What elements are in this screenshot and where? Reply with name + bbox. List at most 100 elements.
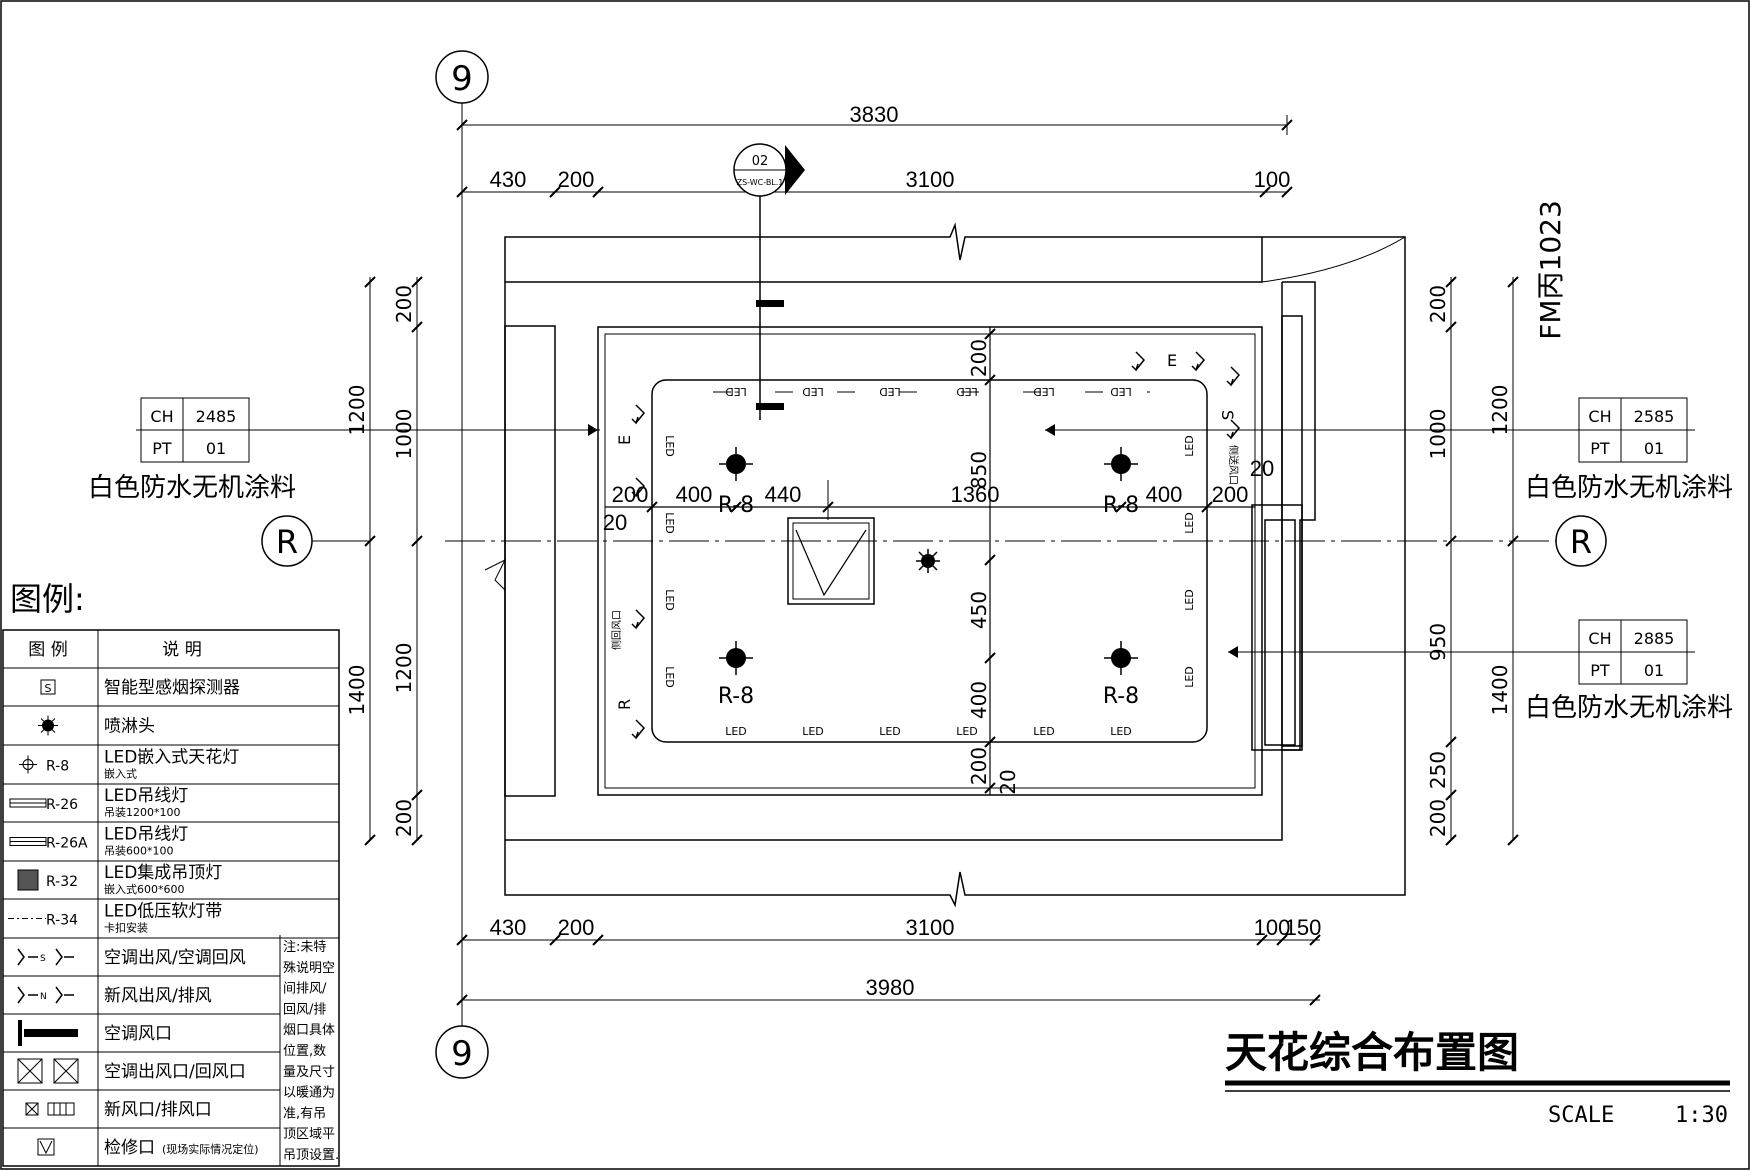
- downlight-fixture: R-8: [1103, 446, 1139, 518]
- svg-text:200: 200: [612, 482, 649, 507]
- pendant-line-icon: [9, 798, 47, 808]
- legend-desc: 空调出风口/回风口: [104, 1062, 246, 1082]
- svg-text:LED: LED: [663, 589, 676, 611]
- svg-text:1200: 1200: [345, 385, 369, 436]
- legend-desc: 新风口/排风口: [104, 1100, 212, 1120]
- legend-code: R-26: [46, 797, 78, 813]
- svg-text:20: 20: [996, 769, 1020, 794]
- svg-text:1200: 1200: [1488, 385, 1512, 436]
- access-hatch-icon: [37, 1138, 55, 1156]
- svg-text:LED: LED: [725, 725, 747, 738]
- fresh-air-exhaust-icon: N: [17, 986, 74, 1004]
- svg-text:950: 950: [1426, 623, 1450, 661]
- section-marker: 02 ZS-WC-BL.1: [733, 143, 805, 420]
- svg-text:E: E: [1167, 351, 1177, 370]
- dim-top-200: 200: [558, 167, 595, 192]
- legend-row: 喷淋头: [3, 715, 339, 746]
- panel-light-icon: [17, 869, 39, 891]
- svg-text:S: S: [1218, 410, 1237, 420]
- legend-code: R-32: [46, 874, 78, 890]
- ceiling-panel: [597, 326, 1263, 796]
- led-strip-right: LED LED LED LED: [1183, 435, 1196, 688]
- legend-row: 空调风口: [3, 1020, 280, 1053]
- legend-desc: LED吊线灯: [104, 825, 188, 845]
- legend-desc: LED吊线灯: [104, 786, 188, 806]
- svg-text:LED: LED: [663, 512, 676, 534]
- svg-text:200: 200: [558, 915, 595, 940]
- legend: 图例: 图 例 说 明: [2, 580, 340, 1167]
- legend-note-line: 吊顶设置.: [283, 1148, 339, 1163]
- svg-text:CH: CH: [150, 407, 173, 426]
- legend-note-line: 以暖通为: [283, 1086, 335, 1101]
- legend-code: R-8: [46, 759, 69, 775]
- svg-text:E: E: [615, 435, 634, 445]
- legend-desc: 空调出风/空调回风: [104, 948, 246, 968]
- legend-code: R-34: [46, 913, 78, 929]
- legend-note-line: 注:未特: [283, 940, 326, 955]
- svg-text:R-8: R-8: [718, 684, 754, 709]
- dim-20-right: 20: [1250, 456, 1274, 481]
- svg-text:200: 200: [967, 747, 991, 785]
- svg-text:PT: PT: [152, 439, 172, 458]
- svg-text:400: 400: [676, 482, 713, 507]
- smoke-detector-icon: S: [40, 679, 56, 695]
- svg-text:LED: LED: [956, 725, 978, 738]
- legend-desc: LED低压软灯带: [104, 902, 222, 922]
- legend-note-line: 回风/排: [283, 1002, 326, 1017]
- grid-axis-9-bottom: 9: [435, 1025, 489, 1079]
- svg-text:200: 200: [1426, 285, 1450, 323]
- legend-row: 新风口/排风口: [3, 1100, 280, 1129]
- drawing-title: 天花综合布置图: [1225, 1028, 1519, 1077]
- svg-text:1000: 1000: [1426, 409, 1450, 460]
- svg-text:LED: LED: [879, 725, 901, 738]
- sprinkler-icon: [38, 715, 58, 736]
- svg-text:LED: LED: [879, 385, 901, 398]
- svg-text:LED: LED: [1183, 666, 1196, 688]
- svg-text:侧送风口: 侧送风口: [1227, 445, 1240, 485]
- legend-code: R-26A: [46, 836, 88, 852]
- svg-text:R-8: R-8: [718, 493, 754, 518]
- ceiling-height-tag-right-top: CH 2585 PT 01 白色防水无机涂料: [1045, 397, 1733, 503]
- downlight-fixture: R-8: [718, 446, 754, 518]
- svg-text:01: 01: [1644, 661, 1664, 680]
- svg-text:图 例: 图 例: [28, 640, 67, 660]
- svg-text:PT: PT: [1590, 661, 1610, 680]
- led-strip-bottom: LED LED LED LED LED LED: [725, 725, 1132, 738]
- svg-text:200: 200: [1426, 799, 1450, 837]
- dim-top-total: 3830: [850, 102, 899, 127]
- scale-value: 1:30: [1675, 1103, 1728, 1128]
- svg-text:150: 150: [1285, 915, 1322, 940]
- svg-text:400: 400: [967, 681, 991, 719]
- downlight-fixture: R-8: [1103, 640, 1139, 709]
- dim-top-3100: 3100: [906, 167, 955, 192]
- svg-text:2885: 2885: [1634, 629, 1675, 648]
- legend-heading: 图例:: [10, 580, 85, 618]
- svg-text:250: 250: [1426, 751, 1450, 789]
- svg-text:R-8: R-8: [1103, 684, 1139, 709]
- grid-axis-r-right: R: [1555, 515, 1607, 567]
- legend-note-line: 量及尺寸: [283, 1065, 335, 1080]
- ceiling-height-tag-right-bottom: CH 2885 PT 01 白色防水无机涂料: [1228, 619, 1733, 723]
- dim-top-430: 430: [490, 167, 527, 192]
- led-strip-top: LED LED LED LED LED LED: [705, 385, 1150, 398]
- svg-text:LED: LED: [1183, 435, 1196, 457]
- left-dimensions: 1200 1400 200 1000 1200 200: [345, 276, 423, 846]
- svg-text:LED: LED: [725, 385, 747, 398]
- svg-text:200: 200: [1212, 482, 1249, 507]
- downlight-icon: [19, 755, 37, 774]
- grid-axis-9-top: 9: [435, 50, 489, 104]
- svg-text:440: 440: [765, 482, 802, 507]
- legend-note-line: 烟口具体: [283, 1023, 335, 1038]
- svg-text:LED: LED: [802, 725, 824, 738]
- material-label: 白色防水无机涂料: [88, 473, 296, 503]
- svg-text:R: R: [1570, 523, 1592, 561]
- svg-text:200: 200: [392, 285, 416, 323]
- ac-vent-icon: [18, 1020, 78, 1046]
- pendant-line-icon: [9, 837, 47, 846]
- legend-note-line: 顶区域平: [283, 1127, 335, 1142]
